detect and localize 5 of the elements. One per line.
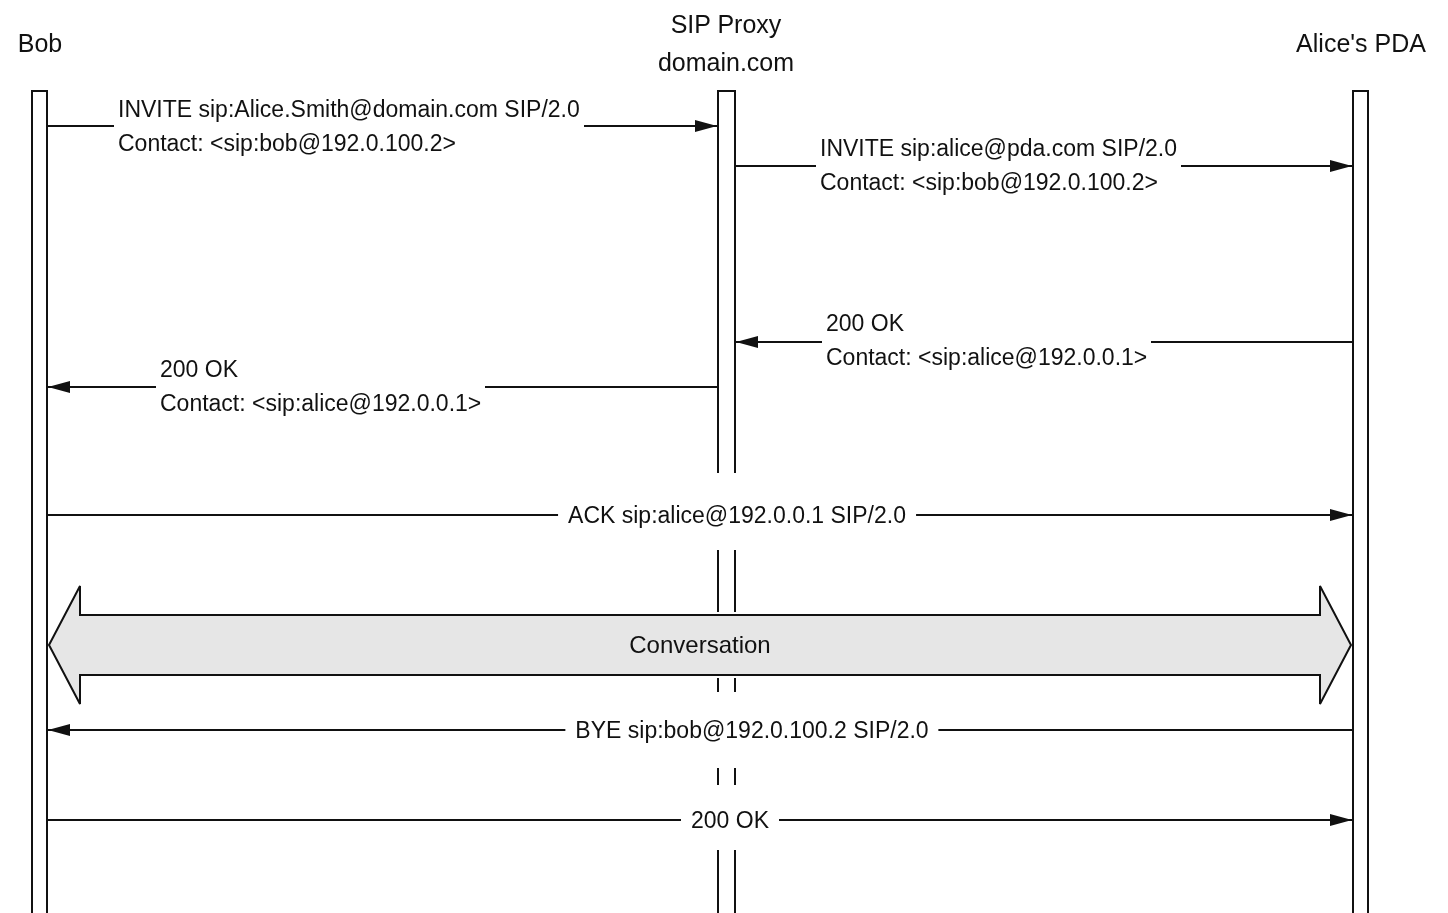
- participant-name: Bob: [16, 28, 64, 59]
- message-arrow: [47, 814, 1353, 826]
- participant-name: Alice's PDA: [1295, 28, 1427, 59]
- band-label: Conversation: [628, 630, 772, 660]
- participant-name: SIP Proxy domain.com: [656, 9, 796, 78]
